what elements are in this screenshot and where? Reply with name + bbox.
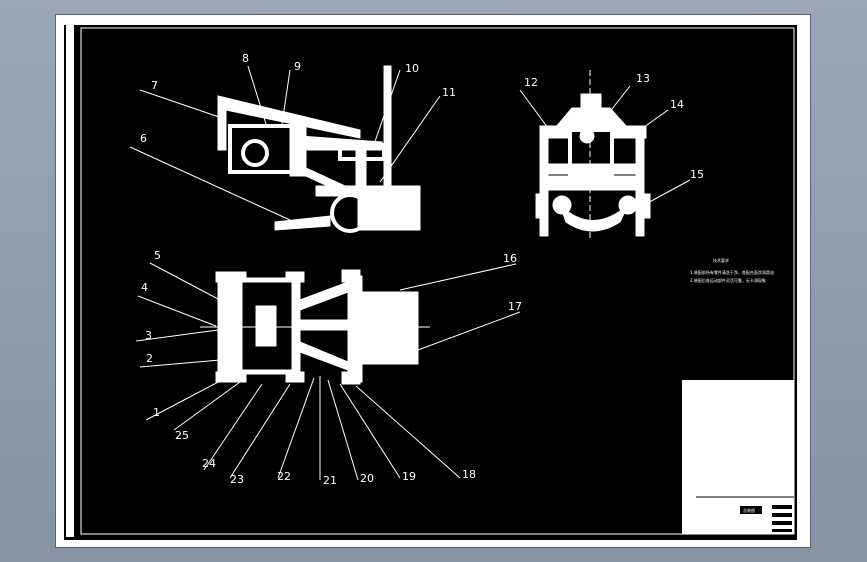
front-view — [535, 70, 651, 238]
label-14: 14 — [670, 98, 684, 111]
label-19: 19 — [402, 470, 416, 483]
label-21: 21 — [323, 474, 337, 487]
label-2: 2 — [146, 352, 153, 365]
label-23: 23 — [230, 473, 244, 486]
technical-notes: 技术要求 1.装配前所有零件清洗干净，各配合面涂润滑油 2.装配后各运动部件灵活… — [690, 257, 774, 283]
label-5: 5 — [154, 249, 161, 262]
label-15: 15 — [690, 168, 704, 181]
label-25: 25 — [175, 429, 189, 442]
label-10: 10 — [405, 62, 419, 75]
inner-frame — [80, 27, 795, 535]
part-number-labels: 7 6 8 9 10 11 12 13 14 15 5 4 3 2 1 25 2… — [140, 52, 704, 487]
title-block: 总装图 — [682, 380, 794, 534]
label-20: 20 — [360, 472, 374, 485]
label-24: 24 — [202, 457, 216, 470]
label-8: 8 — [242, 52, 249, 65]
side-view — [217, 65, 421, 233]
top-view — [200, 269, 430, 385]
notes-line-1: 1.装配前所有零件清洗干净，各配合面涂润滑油 — [690, 269, 774, 275]
title-block-name: 总装图 — [743, 507, 755, 513]
label-17: 17 — [508, 300, 522, 313]
label-16: 16 — [503, 252, 517, 265]
notes-line-2: 2.装配后各运动部件灵活可靠，无卡滞现象 — [690, 277, 766, 283]
label-6: 6 — [140, 132, 147, 145]
label-7: 7 — [151, 79, 158, 92]
label-3: 3 — [145, 329, 152, 342]
label-4: 4 — [141, 281, 148, 294]
notes-title: 技术要求 — [713, 257, 729, 263]
leader-lines — [129, 65, 691, 481]
label-13: 13 — [636, 72, 650, 85]
label-11: 11 — [442, 86, 456, 99]
label-22: 22 — [277, 470, 291, 483]
label-18: 18 — [462, 468, 476, 481]
label-1: 1 — [153, 406, 160, 419]
label-12: 12 — [524, 76, 538, 89]
label-9: 9 — [294, 60, 301, 73]
binding-strip — [66, 23, 74, 537]
